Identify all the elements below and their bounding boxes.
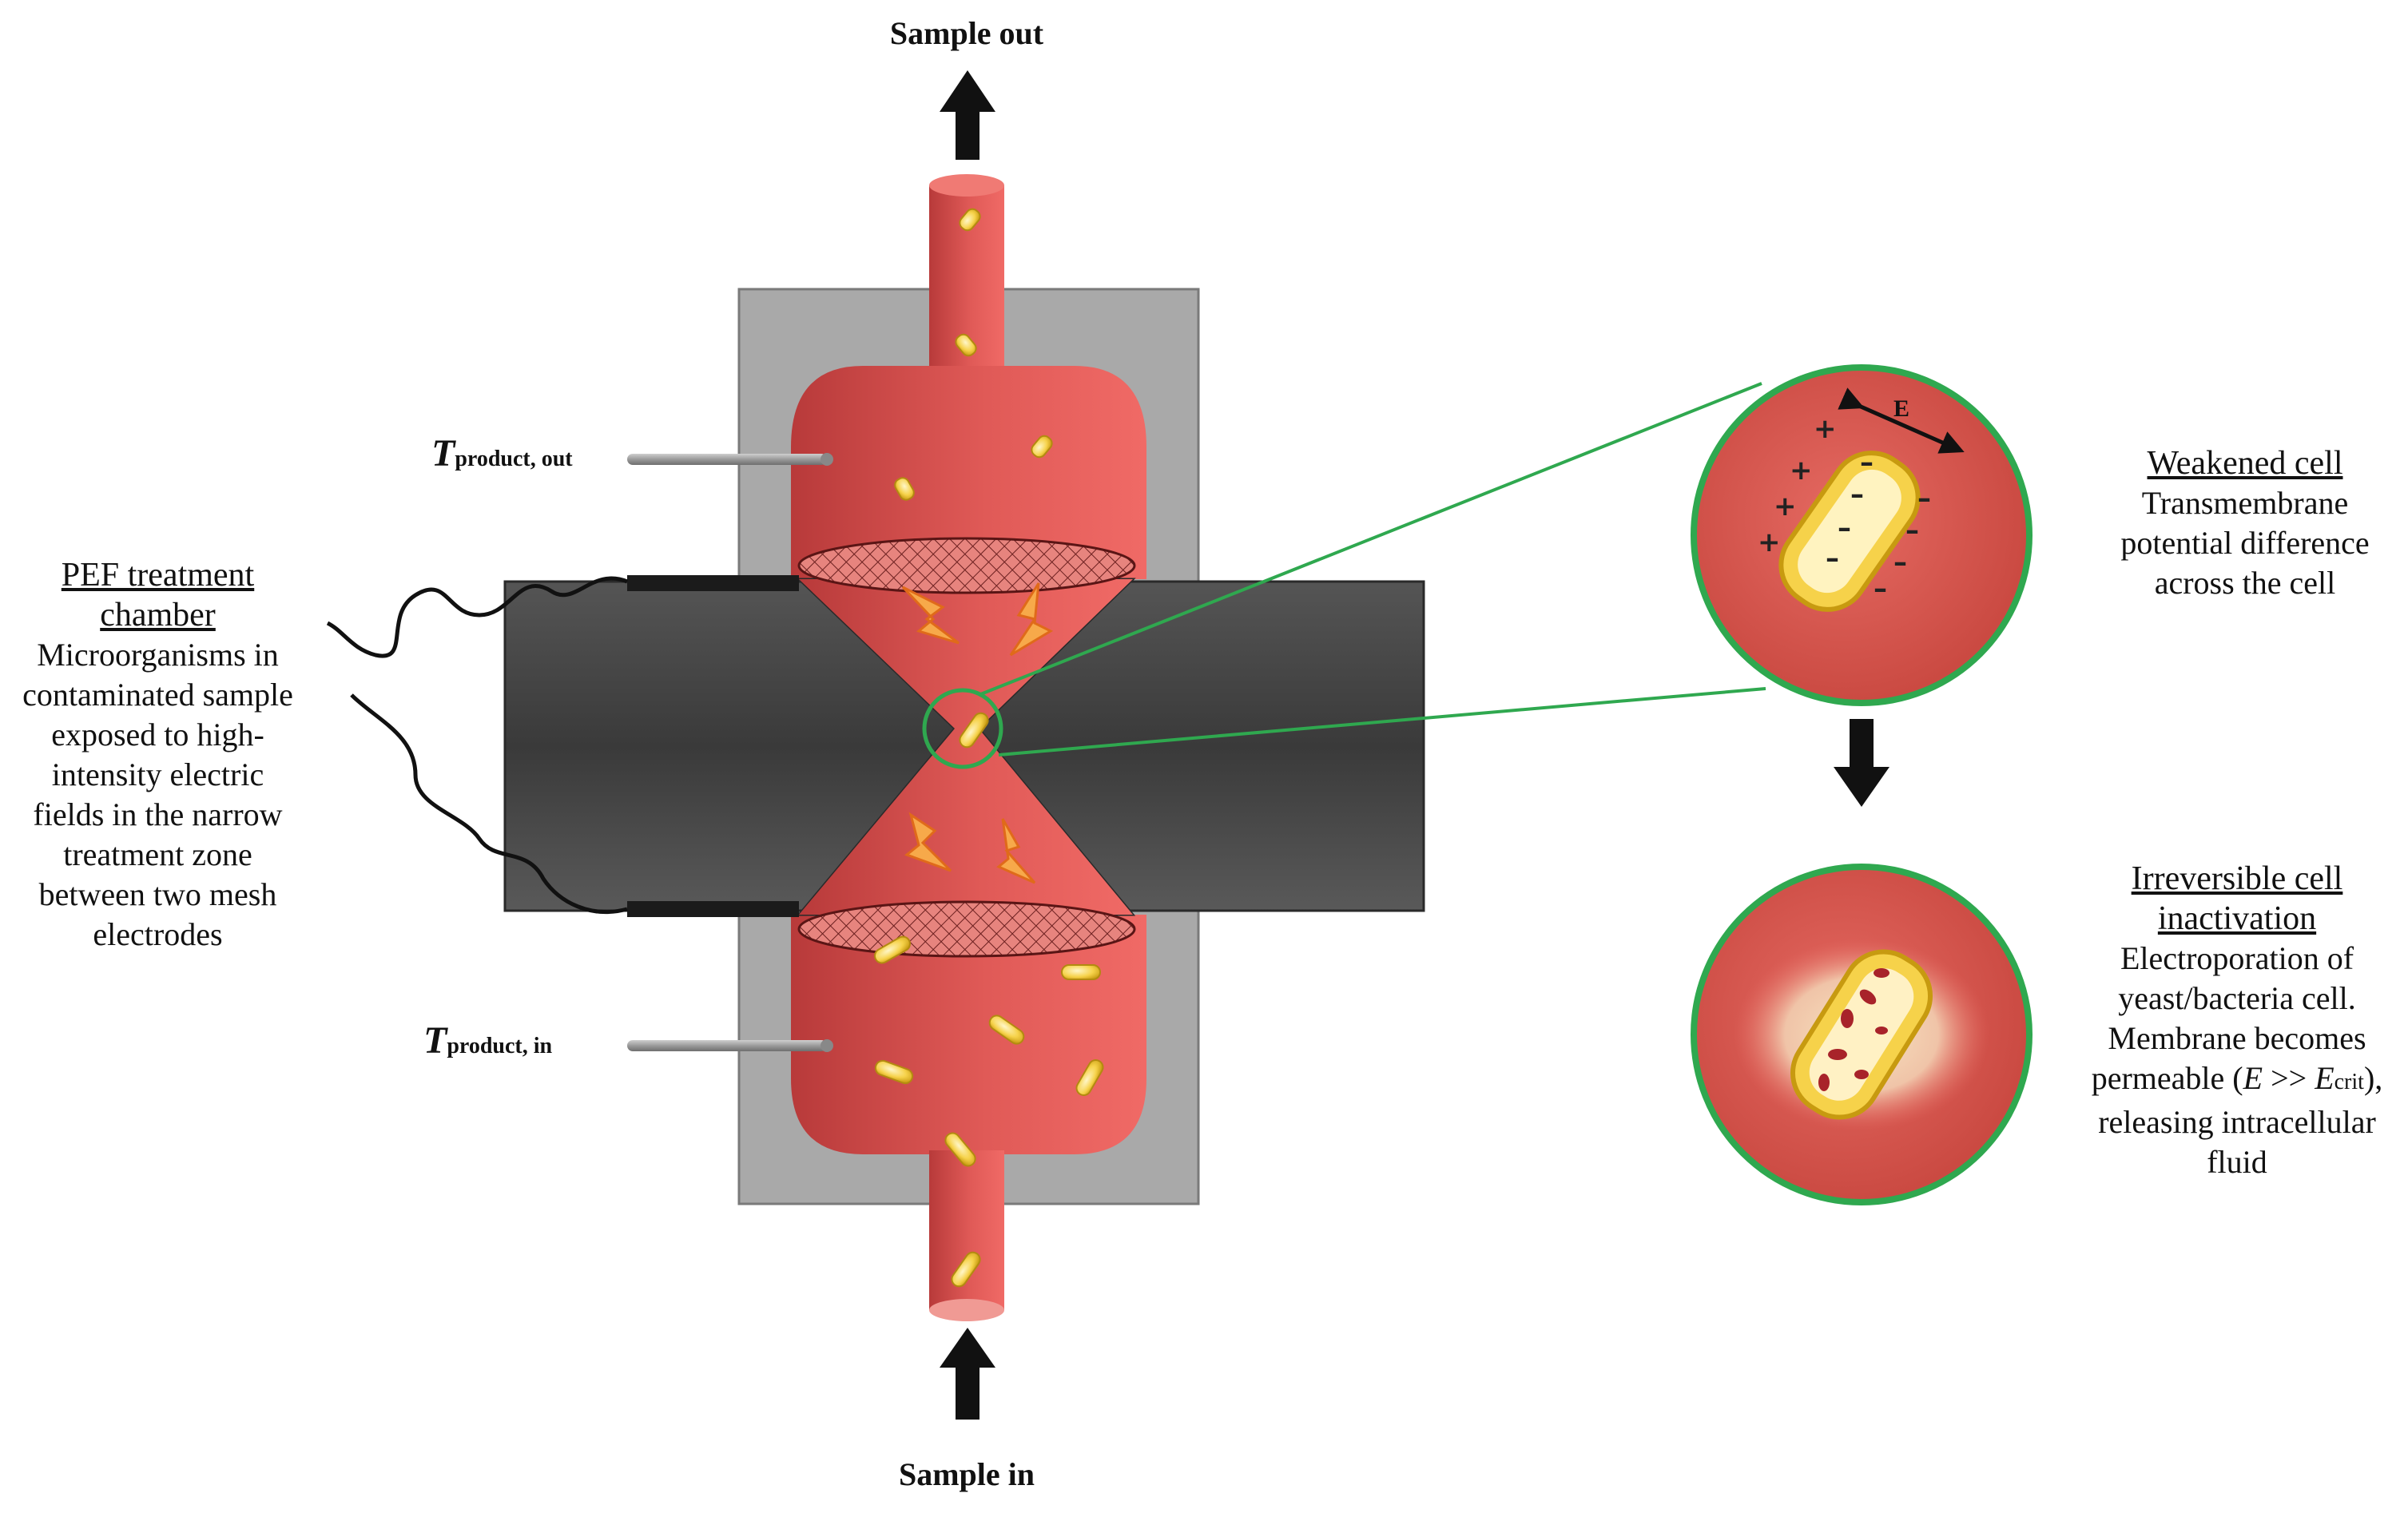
lower-mesh-electrode bbox=[797, 900, 1136, 958]
upper-wire bbox=[326, 576, 628, 658]
perm-crit-sub: crit bbox=[2334, 1070, 2364, 1094]
weakened-heading: Weakened cell bbox=[2147, 445, 2343, 482]
lower-electrode-lead bbox=[627, 901, 799, 917]
cell-icon bbox=[1031, 435, 1053, 459]
permeable-line: permeable (E >> Ecrit), bbox=[2069, 1058, 2405, 1102]
svg-text:–: – bbox=[1838, 512, 1851, 544]
chamber-line: contaminated sample bbox=[22, 677, 293, 713]
weakened-cell-view: ++ ++ –– –– –– –– bbox=[1691, 364, 2032, 706]
lower-wire bbox=[350, 693, 628, 914]
inactivated-cell-view bbox=[1691, 864, 2032, 1205]
weakened-line: across the cell bbox=[2154, 565, 2336, 601]
cell-pores bbox=[1818, 968, 1889, 1091]
cell-icon bbox=[955, 333, 977, 357]
lower-vessel bbox=[791, 915, 1146, 1154]
zoom-line-lower bbox=[998, 687, 1766, 757]
inactivation-line: yeast/bacteria cell. bbox=[2118, 980, 2356, 1016]
chamber-line: between two mesh bbox=[38, 876, 277, 912]
probe-in bbox=[627, 1040, 827, 1051]
chamber-line: treatment zone bbox=[63, 836, 252, 872]
spark-icon bbox=[996, 818, 1036, 884]
inlet-pipe bbox=[929, 1150, 1004, 1321]
spark-icons bbox=[901, 582, 1054, 884]
spark-icon bbox=[901, 586, 960, 645]
upper-mesh-electrode bbox=[797, 537, 1136, 594]
upper-electrode-lead bbox=[627, 575, 799, 591]
field-arrow bbox=[1838, 387, 1965, 454]
temp-out-label: Tproduct, out bbox=[431, 431, 573, 475]
cell-icon bbox=[959, 208, 981, 232]
temp-in-sub: product, in bbox=[447, 1034, 553, 1058]
inactivation-line: Electroporation of bbox=[2120, 940, 2354, 976]
cell-icon bbox=[1061, 964, 1101, 980]
sample-out-label: Sample out bbox=[889, 15, 1044, 51]
inactivation-line: releasing intracellular bbox=[2098, 1104, 2376, 1140]
perm-suffix: ), bbox=[2363, 1060, 2383, 1096]
field-label: E bbox=[1893, 395, 1910, 422]
inactivation-description: Irreversible cell inactivation Electropo… bbox=[2069, 859, 2405, 1182]
svg-text:+: + bbox=[1790, 455, 1813, 486]
spark-icon bbox=[904, 812, 952, 872]
cell-icon bbox=[894, 477, 915, 501]
cell-icon bbox=[874, 935, 911, 964]
weakened-description: Weakened cell Transmembrane potential di… bbox=[2085, 443, 2405, 603]
svg-text:–: – bbox=[1917, 483, 1931, 514]
perm-op: >> bbox=[2263, 1060, 2315, 1096]
sample-out-arrow-icon bbox=[940, 70, 995, 160]
inactivation-line: Membrane becomes bbox=[2108, 1020, 2366, 1056]
sample-in-label: Sample in bbox=[898, 1456, 1035, 1492]
inactivation-heading-2: inactivation bbox=[2157, 900, 2317, 937]
cell-icon bbox=[1075, 1059, 1104, 1096]
zoom-focus-circle bbox=[922, 688, 1003, 769]
upper-vessel bbox=[791, 366, 1146, 579]
svg-text:–: – bbox=[1826, 542, 1839, 574]
spark-icon bbox=[1009, 582, 1054, 657]
chamber-heading-2: chamber bbox=[100, 597, 216, 633]
svg-text:+: + bbox=[1774, 490, 1797, 522]
temp-in-label: Tproduct, in bbox=[423, 1019, 552, 1062]
chamber-line: Microorganisms in bbox=[37, 637, 279, 673]
svg-text:–: – bbox=[1874, 573, 1887, 605]
membrane-charges: ++ ++ –– –– –– –– bbox=[1758, 413, 1931, 605]
weakened-line: potential difference bbox=[2120, 525, 2370, 561]
inactivation-line: fluid bbox=[2207, 1144, 2267, 1180]
chamber-line: intensity electric bbox=[51, 757, 264, 792]
svg-text:+: + bbox=[1814, 413, 1837, 445]
probe-out bbox=[627, 454, 827, 465]
cell-icon bbox=[874, 1059, 914, 1085]
svg-text:–: – bbox=[1850, 479, 1864, 510]
temp-out-symbol: T bbox=[431, 432, 455, 475]
temp-in-symbol: T bbox=[423, 1019, 447, 1062]
cell-icon bbox=[988, 1015, 1025, 1045]
cell-icon bbox=[951, 1251, 981, 1288]
chamber-line: electrodes bbox=[93, 916, 223, 952]
chamber-description: PEF treatment chamber Microorganisms in … bbox=[0, 555, 316, 955]
perm-ecrit: E bbox=[2315, 1060, 2334, 1096]
weakened-line: Transmembrane bbox=[2141, 485, 2349, 521]
cell-icon bbox=[959, 712, 989, 749]
chamber-line: exposed to high- bbox=[51, 717, 264, 753]
svg-text:–: – bbox=[1860, 447, 1874, 479]
svg-text:+: + bbox=[1758, 526, 1781, 558]
perm-prefix: permeable ( bbox=[2091, 1060, 2243, 1096]
transition-arrow-icon bbox=[1834, 719, 1889, 807]
svg-text:–: – bbox=[1893, 546, 1907, 578]
cell-icon bbox=[944, 1132, 976, 1167]
temp-out-sub: product, out bbox=[455, 447, 573, 471]
zoom-line-upper bbox=[978, 382, 1762, 697]
sample-in-arrow-icon bbox=[940, 1328, 995, 1420]
svg-text:–: – bbox=[1905, 514, 1919, 546]
chamber-heading-1: PEF treatment bbox=[61, 557, 255, 594]
inactivation-heading-1: Irreversible cell bbox=[2131, 860, 2343, 897]
chamber-line: fields in the narrow bbox=[33, 796, 283, 832]
perm-e: E bbox=[2243, 1060, 2263, 1096]
microorganisms bbox=[874, 208, 1104, 1288]
